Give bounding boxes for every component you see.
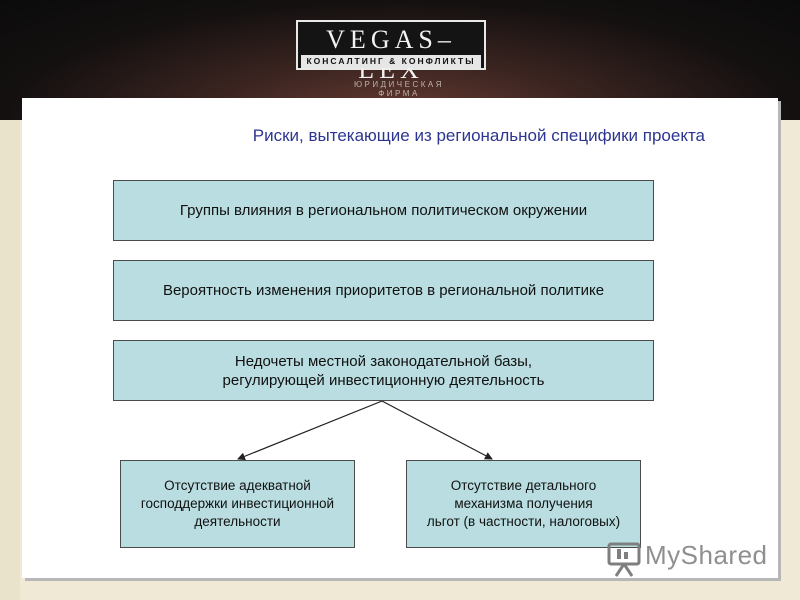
logo-tagline: ЮРИДИЧЕСКАЯ ФИРМА <box>353 80 445 98</box>
slide-title: Риски, вытекающие из региональной специф… <box>252 126 705 145</box>
risk-box-influence-groups: Группы влияния в региональном политическ… <box>113 180 654 241</box>
risk-box-no-state-support: Отсутствие адекватной господдержки инвес… <box>120 460 355 548</box>
risk-box-label: Отсутствие детального механизма получени… <box>426 478 621 529</box>
risk-box-legislation-gaps: Недочеты местной законодательной базы, р… <box>113 340 654 401</box>
risk-box-label: Вероятность изменения приоритетов в реги… <box>162 282 605 299</box>
risk-box-label: Недочеты местной законодательной базы, р… <box>222 352 545 389</box>
risk-box-no-benefit-mechanism: Отсутствие детального механизма получени… <box>406 460 641 548</box>
watermark-text: MyShared <box>645 540 768 570</box>
left-stripe <box>0 120 20 600</box>
myshared-watermark: MyShared <box>605 538 775 578</box>
presentation-icon <box>607 542 641 577</box>
logo-sub-text: КОНСАЛТИНГ & КОНФЛИКТЫ <box>301 55 481 68</box>
vegas-lex-logo: VEGAS–LEX КОНСАЛТИНГ & КОНФЛИКТЫ <box>296 20 486 84</box>
risk-box-label: Отсутствие адекватной господдержки инвес… <box>140 478 335 529</box>
risk-box-label: Группы влияния в региональном политическ… <box>179 202 588 219</box>
risk-box-priority-change: Вероятность изменения приоритетов в реги… <box>113 260 654 321</box>
